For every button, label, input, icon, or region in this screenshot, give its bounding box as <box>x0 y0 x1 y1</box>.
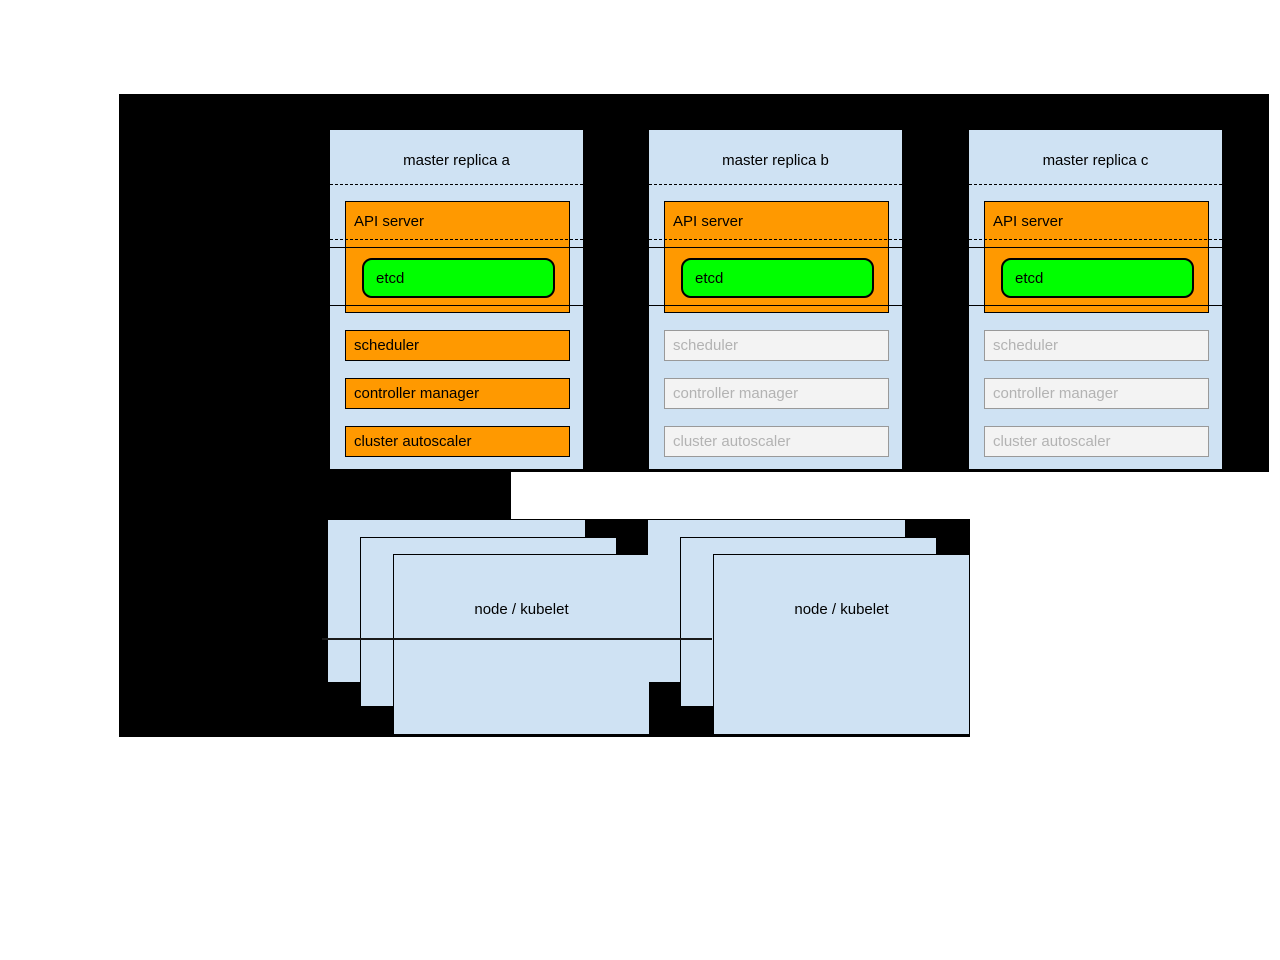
solid-divider-line <box>969 305 1222 306</box>
dashed-divider-line <box>969 239 1222 240</box>
api-server-label: API server <box>993 213 1064 230</box>
dashed-divider-line <box>330 239 583 240</box>
replica-b-title: master replica b <box>722 152 829 169</box>
dashed-divider-line <box>969 184 1222 185</box>
api-server-box: API server etcd <box>664 201 889 313</box>
etcd-label: etcd <box>376 269 405 287</box>
controller-manager-box: controller manager <box>664 378 889 409</box>
solid-divider-line <box>969 247 1222 248</box>
etcd-label: etcd <box>695 269 724 287</box>
scheduler-label: scheduler <box>354 337 420 354</box>
cluster-autoscaler-label: cluster autoscaler <box>673 433 791 450</box>
node-box-front: node / kubelet <box>393 554 650 735</box>
black-background-left-strip <box>119 472 511 519</box>
node-kubelet-label: node / kubelet <box>474 601 569 618</box>
cluster-autoscaler-box: cluster autoscaler <box>345 426 570 457</box>
controller-manager-label: controller manager <box>993 385 1119 402</box>
api-server-box: API server etcd <box>345 201 570 313</box>
replica-a-title: master replica a <box>403 152 510 169</box>
scheduler-box: scheduler <box>664 330 889 361</box>
etcd-box: etcd <box>362 258 555 298</box>
master-replica-a-box: master replica a API server etcd schedul… <box>329 129 584 470</box>
controller-manager-box: controller manager <box>345 378 570 409</box>
solid-divider-line <box>649 305 902 306</box>
cluster-autoscaler-label: cluster autoscaler <box>993 433 1111 450</box>
etcd-box: etcd <box>1001 258 1194 298</box>
node-kubelet-label: node / kubelet <box>794 601 889 618</box>
dashed-divider-line <box>649 184 902 185</box>
controller-manager-label: controller manager <box>354 385 480 402</box>
api-server-box: API server etcd <box>984 201 1209 313</box>
scheduler-label: scheduler <box>673 337 739 354</box>
cluster-autoscaler-box: cluster autoscaler <box>984 426 1209 457</box>
etcd-box: etcd <box>681 258 874 298</box>
api-server-label: API server <box>354 213 425 230</box>
cluster-autoscaler-box: cluster autoscaler <box>664 426 889 457</box>
solid-divider-line <box>330 305 583 306</box>
master-replica-b-box: master replica b API server etcd schedul… <box>648 129 903 470</box>
solid-divider-line <box>649 247 902 248</box>
replica-c-title: master replica c <box>1042 152 1149 169</box>
scheduler-label: scheduler <box>993 337 1059 354</box>
dashed-divider-line <box>649 239 902 240</box>
etcd-label: etcd <box>1015 269 1044 287</box>
api-server-label: API server <box>673 213 744 230</box>
solid-divider-line <box>330 247 583 248</box>
controller-manager-label: controller manager <box>673 385 799 402</box>
node-box-front: node / kubelet <box>713 554 970 735</box>
scheduler-box: scheduler <box>984 330 1209 361</box>
scheduler-box: scheduler <box>345 330 570 361</box>
controller-manager-box: controller manager <box>984 378 1209 409</box>
node-connection-line <box>322 638 712 640</box>
node-stack-left: node / kubelet <box>328 520 658 736</box>
cluster-autoscaler-label: cluster autoscaler <box>354 433 472 450</box>
dashed-divider-line <box>330 184 583 185</box>
master-replica-c-box: master replica c API server etcd schedul… <box>968 129 1223 470</box>
node-stack-right: node / kubelet <box>648 520 978 736</box>
